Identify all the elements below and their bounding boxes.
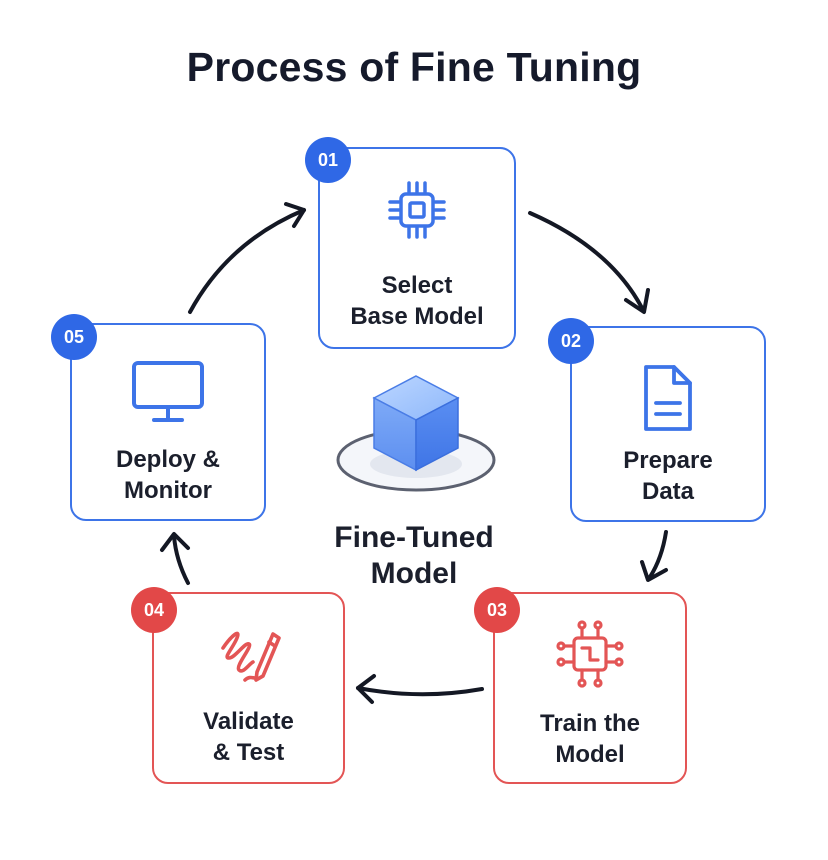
step-card-01: Select Base Model (318, 147, 516, 349)
arrow-01-to-02 (528, 211, 644, 310)
step-number-badge-04: 04 (131, 587, 177, 633)
step-number-badge-01: 01 (305, 137, 351, 183)
arrow-04-to-05 (172, 534, 190, 585)
step-number-badge-03: 03 (474, 587, 520, 633)
step-card-03: Train the Model (493, 592, 687, 784)
step-label: Train the Model (539, 710, 641, 768)
document-icon (644, 365, 692, 431)
step-number-badge-05: 05 (51, 314, 97, 360)
circuit-icon (556, 620, 624, 688)
step-label: Deploy & Monitor (115, 446, 220, 504)
chip-icon (388, 181, 446, 239)
arrow-05-to-01-head (284, 202, 306, 228)
arrow-03-to-04-head (356, 674, 376, 704)
step-label: Prepare Data (623, 447, 713, 505)
monitor-icon (132, 361, 204, 422)
center-label: Fine-Tuned Model (334, 521, 494, 590)
arrow-03-to-04 (356, 686, 484, 697)
step-number-badge-02: 02 (548, 318, 594, 364)
arrow-01-to-02-head (624, 288, 650, 314)
pencil-scribble-icon (220, 631, 281, 682)
arrow-02-to-03 (648, 530, 668, 579)
cube-icon (336, 375, 496, 492)
arrow-04-to-05-head (160, 532, 190, 552)
page-title: Process of Fine Tuning (186, 44, 642, 90)
arrow-02-to-03-head (640, 560, 668, 582)
step-label: Select Base Model (350, 272, 484, 330)
step-label: Validate & Test (203, 708, 294, 766)
step-card-05: Deploy & Monitor (70, 323, 266, 521)
step-card-04: Validate & Test (152, 592, 345, 784)
arrow-05-to-01 (188, 208, 306, 314)
step-card-02: Prepare Data (570, 326, 766, 522)
